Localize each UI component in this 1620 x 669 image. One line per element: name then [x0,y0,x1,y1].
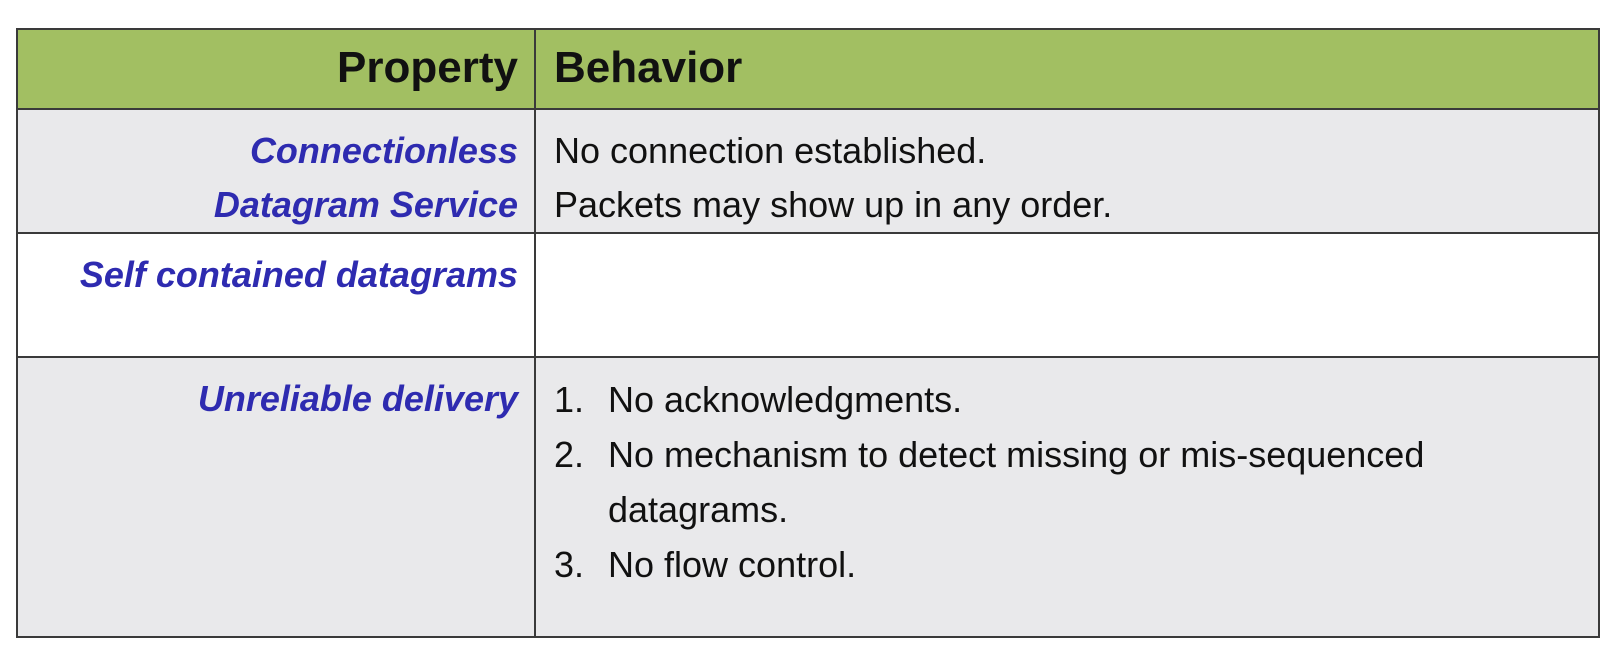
table-row: Unreliable delivery 1. No acknowledgment… [18,356,1598,636]
property-line: Self contained datagrams [79,254,518,295]
list-number: 3. [554,544,585,585]
property-line: Unreliable delivery [197,378,518,419]
behavior-cell: No connection established. Packets may s… [536,110,1598,232]
list-item: 3. No flow control. [554,537,1598,592]
property-line: Datagram Service [213,184,518,225]
header-behavior: Behavior [554,43,743,92]
list-item: 2. No mechanism to detect missing or mis… [554,427,1598,537]
udp-properties-table: Property Behavior Connectionless Datagra… [16,28,1600,638]
property-line: Connectionless [249,130,518,171]
property-cell: Self contained datagrams [18,234,536,356]
list-text: No mechanism to detect missing or mis-se… [608,434,1425,530]
list-text: No flow control. [608,544,857,585]
list-number: 1. [554,379,585,420]
behavior-line: No connection established. [554,130,987,171]
behavior-cell: 1. No acknowledgments. 2. No mechanism t… [536,358,1598,636]
list-text: No acknowledgments. [608,379,963,420]
table-row: Self contained datagrams [18,232,1598,356]
behavior-cell [536,234,1598,356]
behavior-line: Packets may show up in any order. [554,184,1113,225]
table-row: Connectionless Datagram Service No conne… [18,108,1598,232]
list-number: 2. [554,434,585,475]
property-cell: Unreliable delivery [18,358,536,636]
header-property: Property [18,30,536,108]
list-item: 1. No acknowledgments. [554,372,1598,427]
table-header-row: Property Behavior [18,30,1598,108]
behavior-list: 1. No acknowledgments. 2. No mechanism t… [554,372,1598,592]
property-cell: Connectionless Datagram Service [18,110,536,232]
